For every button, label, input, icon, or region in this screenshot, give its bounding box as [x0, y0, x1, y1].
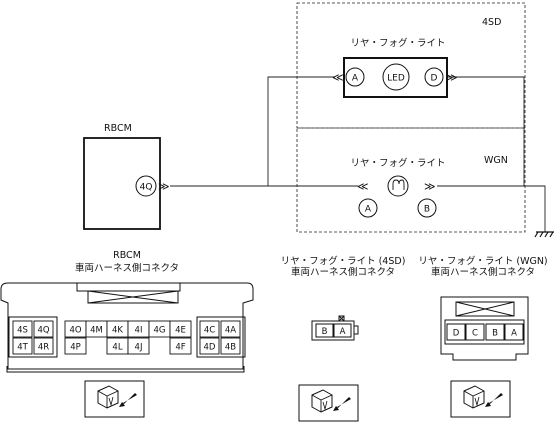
lamp-wgn-terminal-a: [358, 198, 378, 218]
rbcm-pin: 4R: [38, 343, 49, 353]
bulb-icon: [387, 175, 409, 197]
rbcm-pin: 4E: [175, 326, 186, 336]
sd-connector-title: リヤ・フォグ・ライト (4SD): [281, 255, 406, 267]
lamp-wgn-terminal-a-label: A: [365, 205, 372, 215]
connector-view-icon: [84, 380, 145, 418]
rbcm-connector-subtitle: 車両ハーネス側コネクタ: [75, 262, 179, 274]
rbcm-pin: 4A: [225, 326, 236, 336]
rbcm-pin-block-right: [199, 320, 241, 355]
rbcm-pin: 4S: [17, 326, 28, 336]
rbcm-pin: 4P: [70, 343, 81, 353]
lamp-wgn-connector-mark-left: ≪: [357, 180, 369, 193]
rbcm-pin: 4F: [175, 343, 185, 353]
lamp-4sd-connector-mark-left: ≪: [332, 71, 344, 84]
rbcm-pin: 4C: [204, 326, 215, 336]
lamp-4sd-led-label: LED: [387, 74, 405, 84]
wgn-pin: D: [453, 329, 460, 339]
sd-pin: A: [340, 327, 346, 337]
lamp-wgn-terminal-b: [417, 198, 437, 218]
rbcm-pin: 4G: [154, 326, 166, 336]
lamp-4sd-connector-mark-right: ≫: [446, 71, 458, 84]
lamp-wgn-terminal-b-label: B: [424, 205, 430, 215]
wgn-pin: A: [511, 329, 517, 339]
rbcm-pin-block-center: [64, 320, 192, 355]
rbcm-pin-block-left: [12, 320, 54, 355]
rbcm-pin-label: 4Q: [140, 183, 153, 193]
rbcm-pin: 4K: [112, 326, 123, 336]
wgn-connector-title: リヤ・フォグ・ライト (WGN): [418, 255, 547, 267]
connector-view-icon: [450, 380, 511, 418]
wgn-pin: C: [472, 329, 478, 339]
connector-view-icon: [298, 384, 359, 422]
rbcm-pin-circle: [135, 175, 157, 197]
rbcm-pin: 4B: [225, 343, 236, 353]
rbcm-pin: 4M: [90, 326, 103, 336]
wgn-connector-subtitle: 車両ハーネス側コネクタ: [431, 266, 535, 278]
rbcm-pin: 4O: [69, 326, 81, 336]
lamp-wgn-label: リヤ・フォグ・ライト: [350, 157, 445, 169]
rbcm-pin: 4I: [135, 326, 143, 336]
lamp-4sd-label: リヤ・フォグ・ライト: [350, 37, 445, 49]
wire-harness: [170, 76, 546, 232]
variant-4sd-box: [296, 2, 526, 129]
lamp-4sd-terminal-d-label: D: [431, 74, 438, 84]
lamp-4sd-terminal-a: [345, 67, 365, 87]
rbcm-connector-mark: ≫: [158, 180, 170, 193]
sd-pin: B: [322, 327, 328, 337]
rbcm-label: RBCM: [104, 123, 132, 134]
rbcm-pin: 4J: [135, 343, 143, 353]
rbcm-connector-face: [0, 282, 254, 373]
variant-wgn-box: [296, 127, 526, 233]
rbcm-pin: 4L: [112, 343, 122, 353]
ground-icon: [534, 231, 554, 238]
lamp-wgn-connector-mark-right: ≫: [424, 180, 436, 193]
lamp-4sd-terminal-d: [424, 67, 444, 87]
lamp-4sd-led: [382, 63, 410, 91]
wgn-pin: B: [492, 329, 498, 339]
lamp-4sd-terminal-a-label: A: [352, 74, 359, 84]
variant-wgn-label: WGN: [484, 155, 508, 166]
rbcm-pin: 4Q: [37, 326, 49, 336]
bulb-filament-icon: [392, 179, 405, 190]
rbcm-pin: 4D: [204, 343, 216, 353]
rbcm-pin: 4T: [17, 343, 28, 353]
wgn-connector-face: [440, 296, 529, 361]
rbcm-connector-title: RBCM: [113, 250, 141, 261]
sd-connector-face: [311, 315, 359, 341]
sd-connector-subtitle: 車両ハーネス側コネクタ: [291, 266, 395, 278]
variant-4sd-label: 4SD: [482, 17, 501, 28]
